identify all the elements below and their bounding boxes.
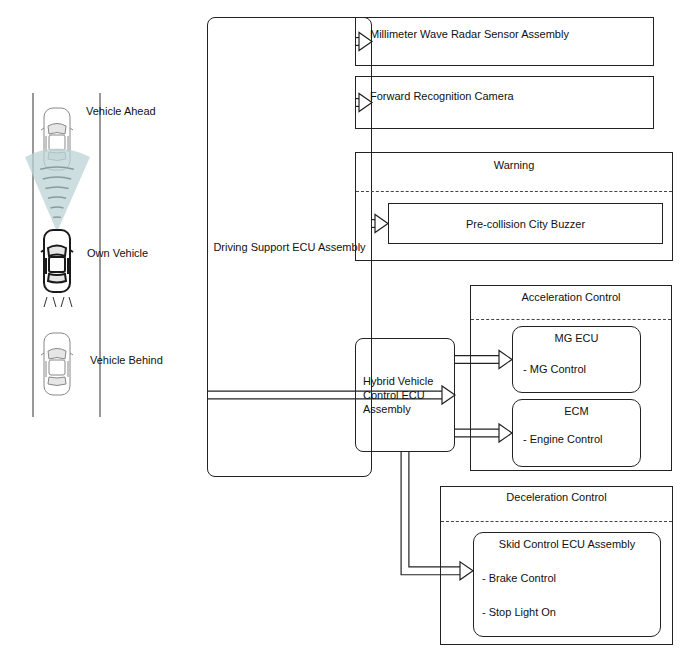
output-box: Pre-collision City Buzzer: [388, 203, 663, 244]
arrow-head: [499, 351, 512, 369]
vehicle-label: Own Vehicle: [87, 246, 148, 260]
hollow-arrow: [405, 452, 473, 580]
group-panel: WarningPre-collision City Buzzer: [355, 152, 673, 261]
box-item: - Engine Control: [523, 432, 603, 446]
motion-marks: [44, 297, 72, 307]
sensor-box: Millimeter Wave Radar Sensor Assembly: [355, 17, 654, 66]
arrow-head: [460, 562, 473, 580]
arrow-head: [499, 424, 512, 442]
arrow-shaft: [455, 429, 499, 438]
arrow-head: [442, 386, 455, 404]
vehicle-label: Vehicle Behind: [90, 353, 163, 367]
box-item: - MG Control: [523, 362, 586, 376]
vehicle-label: Vehicle Ahead: [86, 104, 156, 118]
ecu-box: Driving Support ECU Assembly: [207, 17, 372, 477]
hollow-arrow: [372, 215, 388, 233]
box-title: Millimeter Wave Radar Sensor Assembly: [370, 27, 569, 41]
arrow-head: [375, 215, 388, 233]
divider-line: [471, 319, 671, 320]
box-title: Pre-collision City Buzzer: [389, 217, 662, 231]
arrow-shaft-fill: [455, 430, 499, 437]
hollow-arrow: [455, 351, 512, 369]
road-edge: [33, 93, 34, 417]
box-title: Forward Recognition Camera: [370, 89, 514, 103]
radar-waves: [40, 167, 74, 218]
hollow-arrow: [455, 424, 512, 442]
box-title: Driving Support ECU Assembly: [208, 240, 371, 254]
arrow-shaft: [455, 355, 499, 364]
box-title: Hybrid Vehicle Control ECU Assembly: [363, 374, 449, 416]
ecu-box: ECM - Engine Control: [512, 399, 641, 467]
box-title: ECM: [513, 404, 640, 418]
arrow-shaft-fill: [405, 452, 460, 571]
arrow-shaft-fill: [455, 356, 499, 363]
group-panel: Deceleration ControlSkid Control ECU Ass…: [440, 486, 673, 645]
box-title: MG ECU: [513, 331, 640, 345]
vehicle-behind-icon: [41, 333, 73, 395]
divider-line: [356, 191, 672, 192]
box-title: Deceleration Control: [441, 490, 672, 504]
box-title: Acceleration Control: [471, 290, 671, 304]
box-item: - Stop Light On: [482, 605, 556, 619]
box-title: Warning: [356, 158, 672, 172]
divider-line: [441, 521, 672, 522]
own-vehicle-icon: [41, 230, 73, 292]
box-item: - Brake Control: [482, 571, 556, 585]
group-panel: Acceleration Control MG ECU - MG ControlEC…: [470, 285, 672, 471]
arrow-shaft: [405, 452, 460, 571]
sensor-box: Forward Recognition Camera: [355, 76, 654, 129]
ecu-box: Hybrid Vehicle Control ECU Assembly: [355, 338, 455, 452]
radar-cone: [25, 149, 90, 233]
box-title: Skid Control ECU Assembly: [474, 537, 660, 551]
ecu-box: Skid Control ECU Assembly - Brake Control…: [473, 532, 661, 637]
ecu-box: MG ECU - MG Control: [512, 326, 641, 393]
hollow-arrow: [355, 94, 372, 112]
hollow-arrow: [355, 33, 372, 51]
